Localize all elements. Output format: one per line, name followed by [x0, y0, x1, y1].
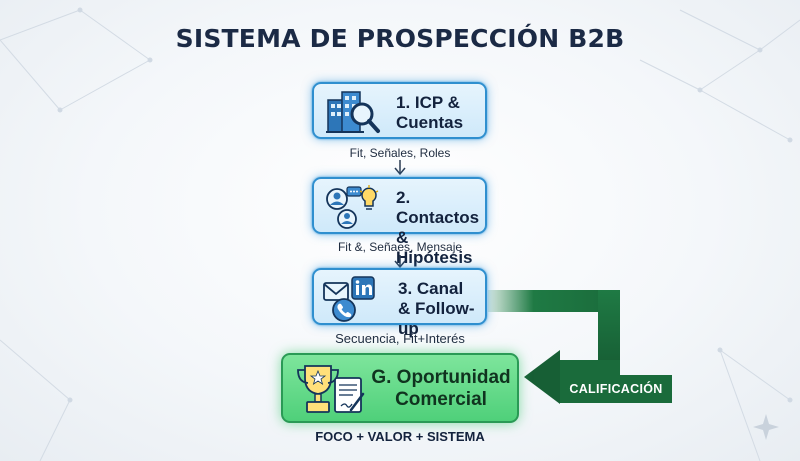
building-magnifier-icon — [326, 91, 380, 133]
step-2-title-line2: & Hipótesis — [396, 228, 473, 267]
step-contactos-hipotesis: 2. Contactos & Hipótesis — [312, 177, 487, 267]
step-1-title-line1: 1. ICP & — [396, 93, 460, 112]
step-3-title-line2: & Follow-up — [398, 299, 475, 338]
step-3-subtitle: Secuencia, Fit+Interés — [335, 331, 465, 346]
calificacion-label: CALIFICACIÓN — [560, 375, 672, 403]
step-icp-cuentas: 1. ICP & Cuentas — [312, 82, 487, 139]
step-1-title-line2: Cuentas — [396, 113, 464, 132]
step-canal-followup: 3. Canal & Follow-up — [312, 268, 487, 338]
step-1-subtitle: Fit, Señales, Roles — [349, 146, 451, 160]
arrow-down-icon — [394, 255, 406, 269]
sparkle-icon — [753, 414, 779, 440]
page-title: SISTEMA DE PROSPECCIÓN B2B — [175, 24, 625, 53]
step-2-subtitle: Fit &, Señaes, Mensaje — [337, 240, 463, 254]
goal-title-line2: Comercial — [395, 389, 487, 410]
goal-title-line1: G. Oportunidad — [371, 367, 511, 388]
contacts-idea-icon — [326, 185, 379, 229]
step-2-title-line1: 2. Contactos — [396, 188, 480, 227]
email-linkedin-phone-icon — [323, 276, 375, 322]
arrow-down-icon — [394, 160, 406, 176]
trophy-document-icon — [297, 365, 365, 413]
goal-oportunidad-comercial: G. Oportunidad Comercial — [281, 353, 519, 423]
step-3-title-line1: 3. Canal — [398, 279, 464, 298]
footer-tagline: FOCO + VALOR + SISTEMA — [315, 429, 485, 444]
